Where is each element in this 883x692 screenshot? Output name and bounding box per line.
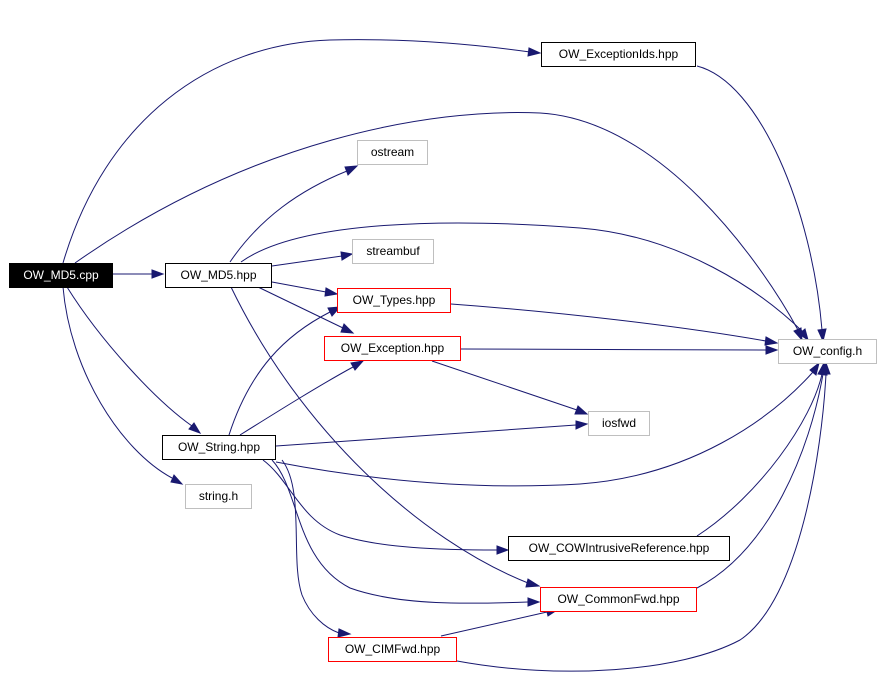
node-ostream: ostream xyxy=(357,140,428,165)
edge-string-config xyxy=(275,371,814,487)
node-ow-cowintrusivereference-hpp[interactable]: OW_COWIntrusiveReference.hpp xyxy=(508,536,730,561)
edge-arrowhead xyxy=(324,287,339,297)
node-string-h: string.h xyxy=(185,484,252,509)
edge-arrowhead xyxy=(188,422,202,434)
node-ow-exceptionids-hpp[interactable]: OW_ExceptionIds.hpp xyxy=(541,42,696,67)
edge-string-exception xyxy=(239,366,354,436)
edge-arrowhead xyxy=(527,47,542,57)
edge-types-config xyxy=(450,303,767,342)
edge-md5cpp-stringh xyxy=(62,286,173,479)
edge-arrowhead xyxy=(809,361,820,376)
edge-string-types xyxy=(228,311,331,436)
edge-arrowhead xyxy=(340,323,355,334)
edge-cowintrusive-config xyxy=(696,373,823,537)
edge-string-iosfwd xyxy=(275,424,577,447)
edge-arrowhead xyxy=(821,361,831,375)
node-ow-types-hpp[interactable]: OW_Types.hpp xyxy=(337,288,451,313)
node-ow-md5-cpp: OW_MD5.cpp xyxy=(9,263,113,288)
node-ow-exception-hpp[interactable]: OW_Exception.hpp xyxy=(324,336,461,361)
edge-arrowhead xyxy=(344,165,359,176)
edge-md5hpp-exception xyxy=(257,286,344,329)
edge-string-cimfwd xyxy=(281,459,340,634)
edge-arrowhead xyxy=(151,269,165,279)
node-iosfwd: iosfwd xyxy=(588,411,650,436)
edge-md5hpp-config xyxy=(240,222,804,333)
edge-exception-config xyxy=(460,348,767,351)
edge-cimfwd-commonfwd xyxy=(440,611,548,637)
node-ow-commonfwd-hpp[interactable]: OW_CommonFwd.hpp xyxy=(540,587,697,612)
edge-exceptionids-config xyxy=(696,65,823,331)
edge-md5hpp-ostream xyxy=(229,170,348,263)
edge-commonfwd-config xyxy=(696,373,824,589)
edge-arrowhead xyxy=(574,405,589,415)
edge-arrowhead xyxy=(170,474,184,485)
node-ow-string-hpp[interactable]: OW_String.hpp xyxy=(162,435,276,460)
edge-arrowhead xyxy=(765,345,779,355)
edge-md5cpp-string xyxy=(66,286,193,427)
edge-exception-iosfwd xyxy=(431,360,578,411)
node-ow-cimfwd-hpp[interactable]: OW_CIMFwd.hpp xyxy=(328,637,457,662)
edge-arrowhead xyxy=(817,328,827,343)
edge-md5hpp-commonfwd xyxy=(230,286,529,584)
edge-arrowhead xyxy=(337,628,352,638)
edge-arrowhead xyxy=(798,328,809,342)
edge-arrowhead xyxy=(340,251,354,261)
edge-arrowhead xyxy=(350,360,365,371)
edge-md5cpp-exceptionids xyxy=(62,39,531,264)
edge-arrowhead xyxy=(527,597,541,607)
edge-arrowhead xyxy=(575,420,589,430)
edge-cimfwd-config xyxy=(456,373,827,672)
node-streambuf: streambuf xyxy=(352,239,434,264)
edge-arrowhead xyxy=(496,545,510,555)
edge-md5cpp-config xyxy=(74,112,799,331)
edge-md5hpp-types xyxy=(271,281,327,293)
edge-string-commonfwd xyxy=(271,459,529,604)
edge-md5hpp-streambuf xyxy=(271,255,343,267)
edge-arrowhead xyxy=(525,578,541,588)
node-ow-md5-hpp[interactable]: OW_MD5.hpp xyxy=(165,263,272,288)
edge-string-cowintrusive xyxy=(262,459,498,551)
edge-arrowhead xyxy=(764,336,779,346)
node-ow-config-h: OW_config.h xyxy=(778,339,877,364)
